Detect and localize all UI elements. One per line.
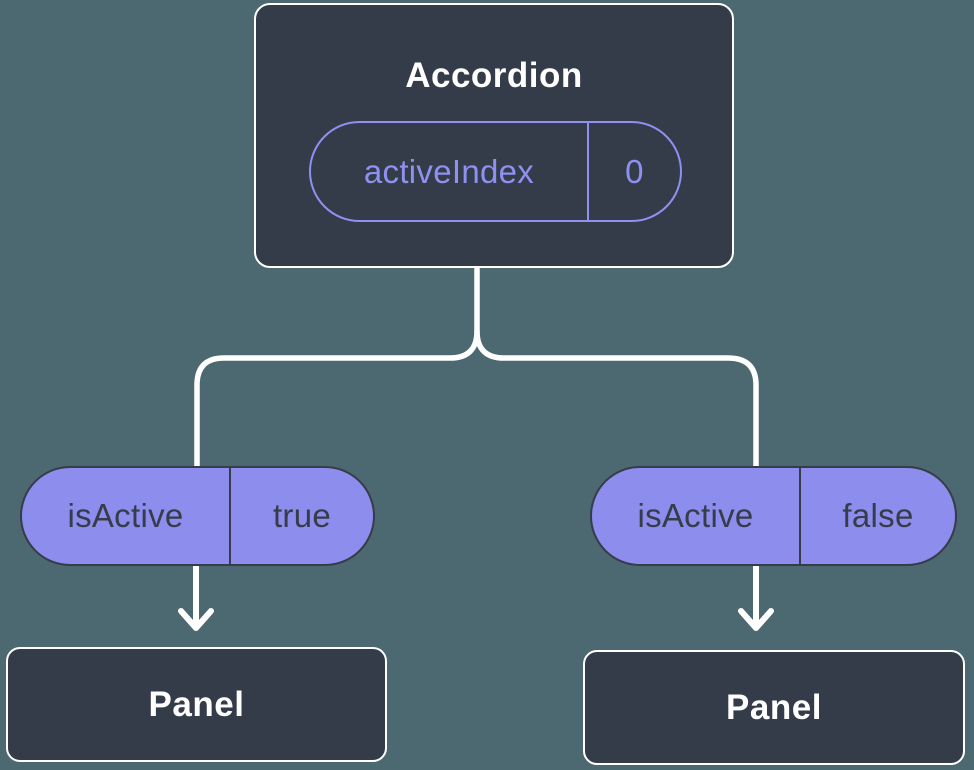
panel-node: Panel bbox=[6, 647, 387, 762]
panel-node-title: Panel bbox=[726, 687, 822, 727]
prop-value: true bbox=[272, 497, 332, 534]
accordion-node-title: Accordion bbox=[405, 56, 583, 95]
prop-name: isActive bbox=[22, 468, 231, 564]
branch-line-right bbox=[474, 328, 759, 469]
prop-value: false bbox=[842, 497, 914, 534]
prop-pill: isActive true bbox=[20, 466, 375, 566]
prop-pill: isActive false bbox=[590, 466, 957, 566]
branch-line-left bbox=[194, 266, 480, 469]
panel-node-title: Panel bbox=[148, 684, 245, 724]
arrow-down-icon bbox=[178, 564, 214, 631]
state-pill: activeIndex 0 bbox=[309, 121, 682, 222]
arrow-down-icon bbox=[738, 564, 774, 631]
panel-node: Panel bbox=[583, 650, 965, 765]
prop-name: isActive bbox=[592, 468, 801, 564]
accordion-node: Accordion activeIndex 0 bbox=[254, 3, 734, 268]
state-value: 0 bbox=[625, 152, 644, 190]
state-name: activeIndex bbox=[311, 123, 589, 220]
